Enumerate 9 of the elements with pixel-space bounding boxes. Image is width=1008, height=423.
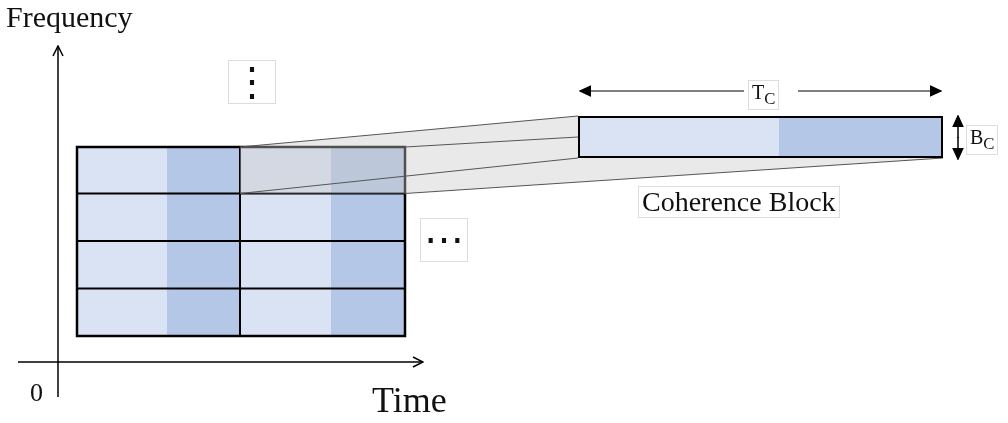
coherence-block (578, 116, 943, 158)
dimension-label: B$_{C}$ (966, 125, 999, 155)
horizontal-ellipsis: ⋯ (420, 218, 468, 262)
axis-title: Time (372, 382, 447, 418)
vertical-ellipsis: ⋮ (228, 60, 276, 104)
dimension-label: T$_{C}$ (748, 80, 780, 110)
block-caption: Coherence Block (638, 186, 840, 218)
origin-label: 0 (30, 380, 43, 406)
axis-title: Frequency (6, 2, 133, 32)
